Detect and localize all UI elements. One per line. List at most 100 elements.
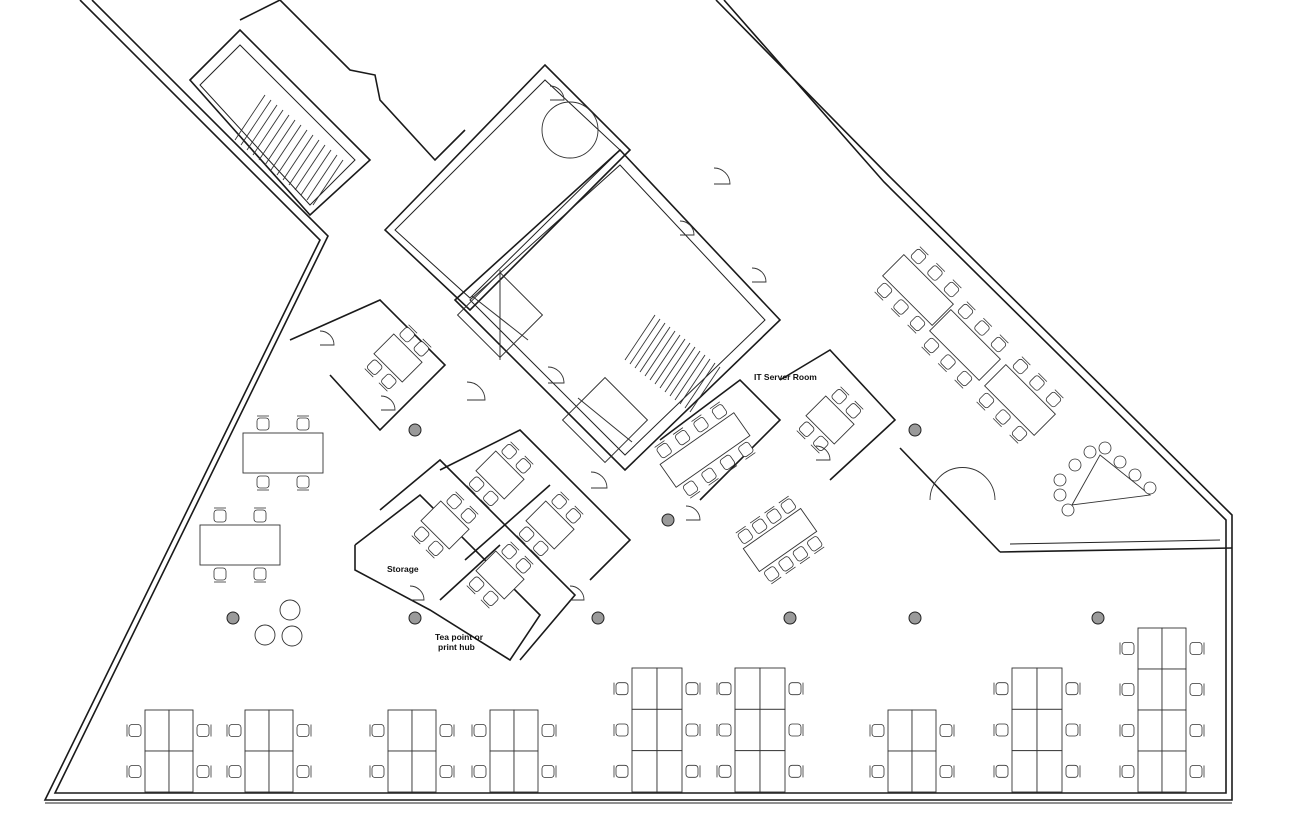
desk [411,750,437,793]
desk [144,750,170,793]
stair-tread [664,346,696,393]
chair [910,246,929,265]
desk [631,667,658,710]
door-swing [815,445,831,461]
stair-treads-south [624,314,721,413]
desk [489,750,515,793]
chair [738,441,756,460]
chair [460,505,479,524]
meeting-table [411,491,479,559]
open-plan-desk-clusters [126,627,1205,793]
chair [369,724,385,737]
chair [764,566,782,585]
chair [672,427,691,446]
chair [907,315,926,334]
desk [168,709,194,752]
stair-tread [312,159,344,206]
chair [921,337,940,356]
desk-cluster [1119,627,1205,793]
chair [413,338,432,357]
chair [845,400,864,419]
desk-cluster [869,709,955,793]
chair [369,765,385,778]
chair [530,540,549,559]
chair [654,440,672,459]
chair [1119,642,1135,655]
table-top [475,550,525,600]
cellular-offices [289,299,897,662]
stair-tread [644,330,676,377]
round-table [279,599,301,621]
desk [1137,709,1163,752]
chair [1029,372,1048,391]
structural-columns [226,423,1105,625]
chair [471,765,487,778]
triangle-table [1071,454,1152,506]
desk-cluster [226,709,312,793]
stair-tread [276,129,308,176]
chair [976,392,995,411]
chair [1053,473,1067,487]
desk [489,709,515,752]
chair [831,386,850,405]
meeting-table [364,324,432,392]
chair [685,764,701,778]
desk [144,709,170,752]
stair-tread [634,322,666,369]
door-swing [590,471,608,489]
chair [735,525,753,544]
chair [749,515,768,534]
chair [939,765,955,778]
desk [168,750,194,793]
chair [685,723,701,737]
chair [126,765,142,778]
desk [656,667,683,710]
chair [501,441,520,460]
desk [911,709,937,752]
chair [788,682,804,696]
door-swing [549,85,565,101]
lift-core [453,148,782,472]
chair [1061,503,1075,517]
chair [764,505,782,524]
chair [1065,723,1081,737]
desk [387,750,413,793]
column [908,611,922,625]
chair [613,764,629,778]
desk-cluster [993,667,1081,793]
chair [1068,458,1082,472]
chair [939,724,955,737]
chair [1189,724,1205,737]
desk [1036,708,1063,752]
tea-point-label-line1: Tea point or [435,632,484,642]
chair [1098,441,1112,455]
chair [213,507,227,523]
chair [471,724,487,737]
table-top [373,333,423,383]
chair [515,455,534,474]
chair [425,540,444,559]
chair [613,723,629,737]
stair-tread [689,366,721,413]
desk [1161,627,1187,670]
chair [874,282,893,301]
desk-cluster [471,709,557,793]
stair-treads-north [234,94,344,206]
chair [1119,724,1135,737]
meeting-table [796,386,864,454]
chair [466,476,485,495]
meeting-table [466,541,534,609]
chair [515,555,534,574]
desk [1137,627,1163,670]
chair [480,590,499,609]
stair-tread [654,338,686,385]
chair [1012,356,1031,375]
washroom-circle-fixture [541,101,599,159]
meeting-table [466,441,534,509]
chair [296,415,310,431]
desk [734,750,761,793]
table-top [742,507,818,573]
stair-tread [300,149,332,196]
stair-tread [252,109,284,156]
